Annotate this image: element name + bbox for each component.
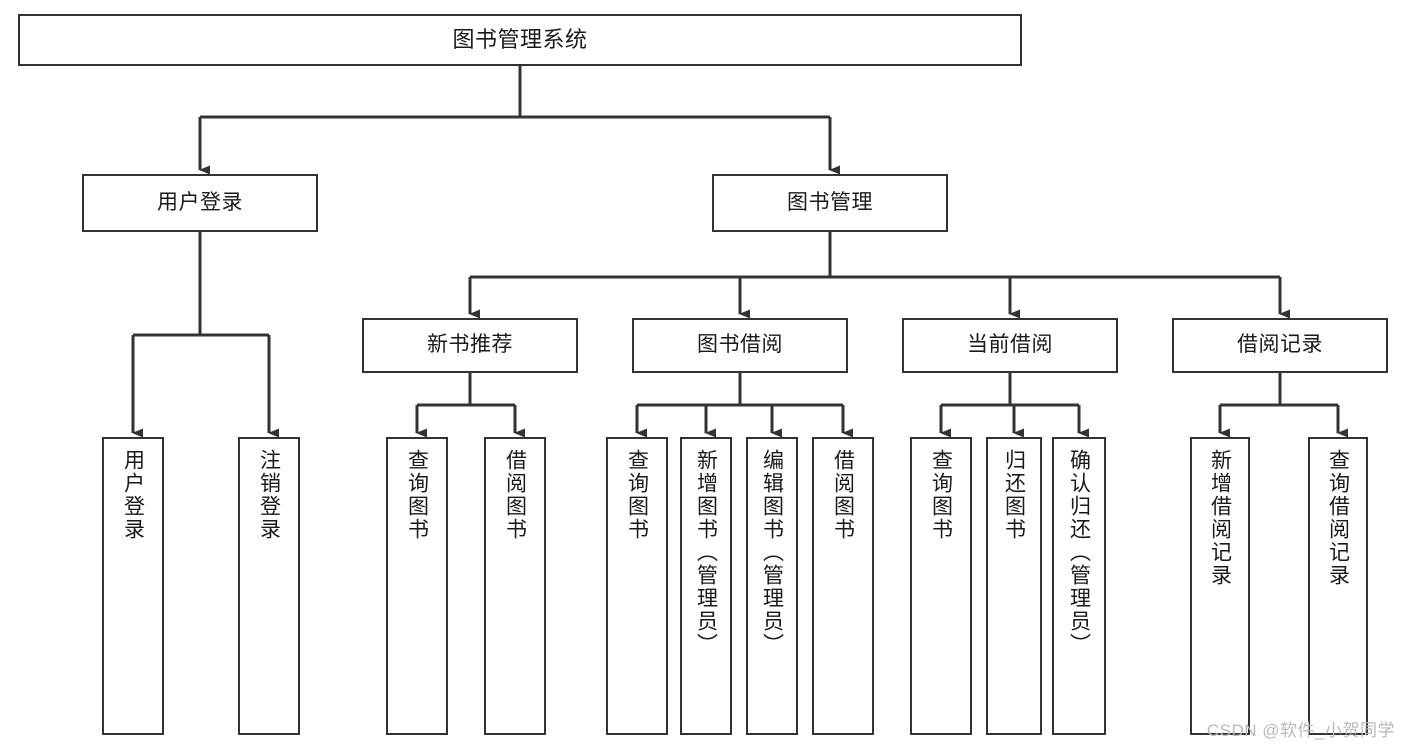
node-user-login[interactable]: 用户登录 — [82, 174, 318, 232]
node-leaf-query-book-2[interactable]: 查询图书 — [606, 437, 668, 735]
node-current-borrow[interactable]: 当前借阅 — [902, 318, 1118, 373]
node-root[interactable]: 图书管理系统 — [18, 14, 1022, 66]
node-borrow-record-label: 借阅记录 — [1237, 333, 1323, 357]
node-book-borrow[interactable]: 图书借阅 — [632, 318, 848, 373]
node-leaf-add-borrow-record-label: 新增借阅记录 — [1208, 449, 1232, 587]
node-leaf-return-book-label: 归还图书 — [1002, 449, 1026, 541]
node-leaf-borrow-book-1[interactable]: 借阅图书 — [484, 437, 546, 735]
node-borrow-record[interactable]: 借阅记录 — [1172, 318, 1388, 373]
node-leaf-edit-book-admin[interactable]: 编辑图书（管理员） — [746, 437, 798, 735]
node-leaf-confirm-return-admin[interactable]: 确认归还（管理员） — [1052, 437, 1106, 735]
node-user-login-label: 用户登录 — [157, 190, 243, 214]
node-book-manage[interactable]: 图书管理 — [712, 174, 948, 232]
node-leaf-add-book-admin[interactable]: 新增图书（管理员） — [680, 437, 732, 735]
node-leaf-query-borrow-record[interactable]: 查询借阅记录 — [1308, 437, 1368, 735]
watermark-text: CSDN @软件_小贺同学 — [1206, 721, 1395, 740]
node-leaf-borrow-book-2[interactable]: 借阅图书 — [812, 437, 874, 735]
node-leaf-borrow-book-1-label: 借阅图书 — [503, 449, 527, 541]
node-leaf-add-book-admin-label: 新增图书（管理员） — [694, 449, 718, 656]
node-leaf-query-book-3[interactable]: 查询图书 — [910, 437, 972, 735]
node-leaf-query-book-2-label: 查询图书 — [625, 449, 649, 541]
node-leaf-logout-login[interactable]: 注销登录 — [238, 437, 300, 735]
node-book-borrow-label: 图书借阅 — [697, 333, 783, 357]
node-leaf-user-login[interactable]: 用户登录 — [102, 437, 164, 735]
node-new-book-recommend-label: 新书推荐 — [427, 333, 513, 357]
node-leaf-query-borrow-record-label: 查询借阅记录 — [1326, 449, 1350, 587]
node-leaf-edit-book-admin-label: 编辑图书（管理员） — [760, 449, 784, 656]
node-leaf-query-book-3-label: 查询图书 — [929, 449, 953, 541]
node-book-manage-label: 图书管理 — [787, 190, 873, 214]
node-leaf-logout-login-label: 注销登录 — [257, 449, 281, 541]
node-leaf-query-book-1-label: 查询图书 — [405, 449, 429, 541]
node-leaf-user-login-label: 用户登录 — [121, 449, 145, 541]
node-current-borrow-label: 当前借阅 — [967, 333, 1053, 357]
node-leaf-add-borrow-record[interactable]: 新增借阅记录 — [1190, 437, 1250, 735]
node-leaf-confirm-return-admin-label: 确认归还（管理员） — [1067, 449, 1091, 656]
node-leaf-return-book[interactable]: 归还图书 — [986, 437, 1042, 735]
node-root-label: 图书管理系统 — [452, 27, 588, 53]
node-leaf-query-book-1[interactable]: 查询图书 — [386, 437, 448, 735]
node-new-book-recommend[interactable]: 新书推荐 — [362, 318, 578, 373]
node-leaf-borrow-book-2-label: 借阅图书 — [831, 449, 855, 541]
